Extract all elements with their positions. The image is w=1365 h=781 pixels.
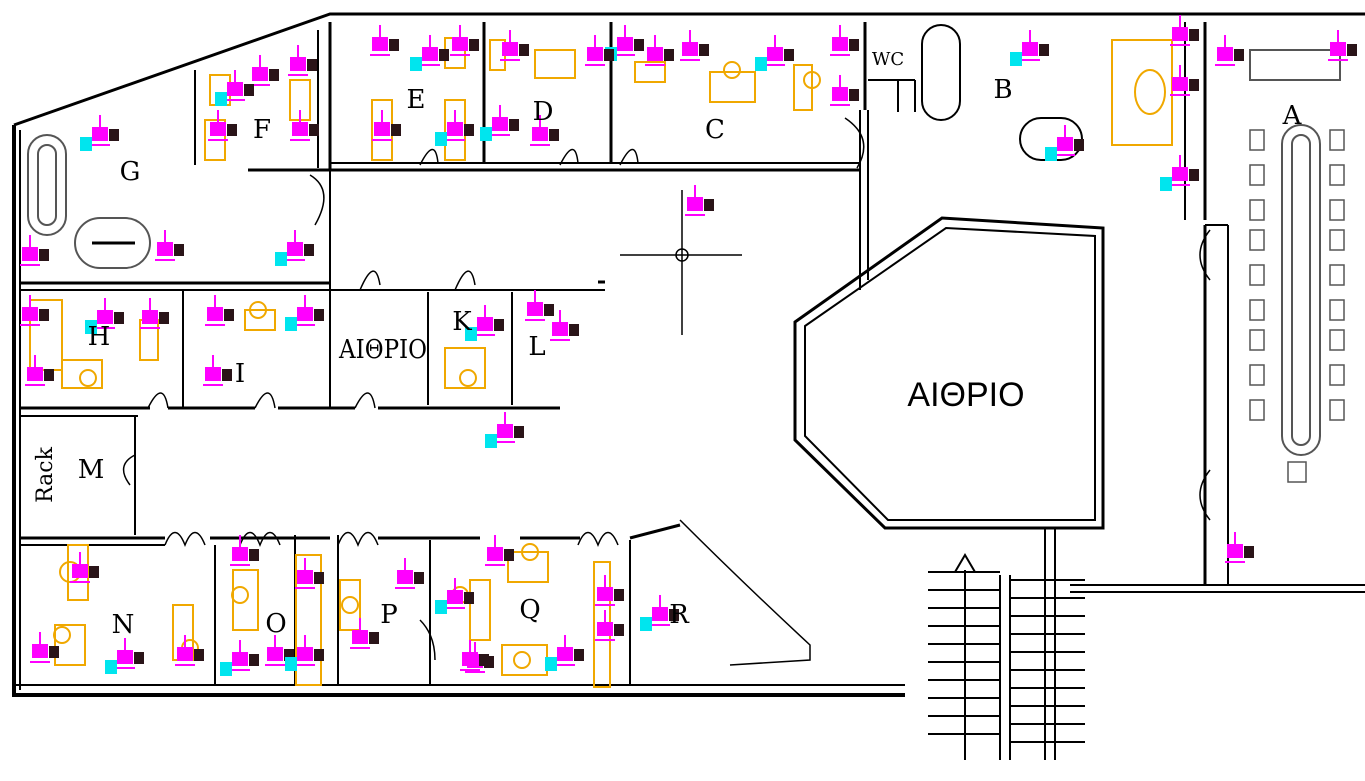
workstation-symbol: [595, 575, 624, 606]
workstation-symbol: [20, 295, 49, 326]
workstation-symbol: [545, 635, 584, 671]
room-label-n: N: [112, 610, 135, 640]
room-label-q: Q: [519, 595, 540, 625]
workstation-symbol: [530, 115, 559, 146]
atrium-label-large: ΑΙΘΡΙΟ: [907, 376, 1024, 414]
room-label-b: B: [993, 75, 1012, 105]
workstation-symbol: [1328, 30, 1357, 61]
workstation-symbol: [370, 25, 399, 56]
workstation-symbol: [265, 635, 294, 666]
workstation-symbol: [70, 552, 99, 583]
workstation-symbol: [755, 35, 794, 71]
workstation-symbol: [25, 355, 54, 386]
rack-label: Rack: [33, 446, 58, 503]
room-label-o: O: [265, 609, 286, 639]
conference-chairs: [1249, 129, 1345, 483]
workstation-symbol: [1225, 532, 1254, 563]
workstation-symbol: [220, 640, 259, 676]
workstation-symbol: [205, 295, 234, 326]
workstation-symbol: [85, 298, 124, 334]
workstation-symbol: [680, 30, 709, 61]
workstation-symbol: [460, 640, 489, 671]
room-label-d: D: [533, 97, 554, 127]
staircase: [928, 553, 1085, 760]
workstation-symbol: [1045, 125, 1084, 161]
workstation-symbol: [208, 110, 237, 141]
workstation-symbol: [155, 230, 184, 261]
room-label-g: G: [120, 157, 141, 187]
room-label-i: I: [235, 359, 245, 389]
workstation-symbol: [645, 35, 674, 66]
room-label-a: A: [1282, 101, 1303, 131]
workstation-symbol: [465, 305, 504, 341]
workstation-symbol: [500, 30, 529, 61]
workstation-symbol: [450, 25, 479, 56]
workstation-symbol: [288, 45, 317, 76]
atrium-label-small: ΑΙΘΡΙΟ: [338, 335, 427, 365]
workstation-symbol: [595, 610, 624, 641]
room-labels: A B C D E F G H I K L M N O P Q R: [78, 75, 1303, 640]
door-swings: [122, 117, 1211, 666]
workstation-symbol: [585, 35, 614, 66]
workstation-symbol: [175, 635, 204, 666]
wc-fixtures: [868, 24, 1083, 161]
workstation-symbol: [295, 558, 324, 589]
workstation-symbol: [285, 295, 324, 331]
workstation-symbol: [1170, 65, 1199, 96]
room-label-c: C: [705, 115, 725, 145]
workstation-symbol: [372, 110, 401, 141]
room-label-m: M: [78, 455, 105, 485]
meeting-tables: [27, 49, 1341, 456]
workstation-symbol: [435, 110, 474, 146]
workstation-symbol: [203, 355, 232, 386]
workstation-symbol: [250, 55, 279, 86]
workstation-symbol: [1170, 15, 1199, 46]
workstation-symbol: [435, 578, 474, 614]
room-label-h: H: [88, 322, 111, 352]
room-label-l: L: [528, 332, 545, 362]
workstation-symbol: [395, 558, 424, 589]
workstation-symbol: [830, 25, 859, 56]
workstation-symbol: [410, 35, 449, 71]
workstation-symbol: [550, 310, 579, 341]
workstation-symbol: [230, 535, 259, 566]
furniture: [29, 37, 1173, 688]
crosshair: [620, 190, 742, 335]
workstation-symbol: [525, 290, 554, 321]
workstation-symbol: [105, 638, 144, 674]
workstation-symbol: [350, 618, 379, 649]
workstation-symbol: [485, 412, 524, 448]
room-label-k: K: [452, 307, 472, 337]
workstation-symbol: [80, 115, 119, 151]
room-label-e: E: [407, 85, 426, 115]
workstation-symbol: [1160, 155, 1199, 191]
wc-label: WC: [872, 49, 904, 70]
workstation-symbol: [485, 535, 514, 566]
workstation-symbol: [640, 595, 679, 631]
workstation-symbol: [685, 185, 714, 216]
workstation-symbol: [290, 110, 319, 141]
workstation-symbol: [215, 70, 254, 106]
workstation-symbol: [140, 298, 169, 329]
workstation-symbol: [1010, 30, 1049, 66]
workstation-symbol: [480, 105, 519, 141]
room-label-r: R: [669, 600, 690, 630]
workstation-symbol: [275, 230, 314, 266]
workstation-symbol: [1215, 35, 1244, 66]
workstation-symbol: [830, 75, 859, 106]
room-label-f: F: [253, 115, 271, 145]
workstation-symbol: [30, 632, 59, 663]
room-label-p: P: [380, 600, 398, 630]
walls: [12, 12, 1365, 760]
workstations: [20, 15, 1357, 676]
workstation-symbol: [20, 235, 49, 266]
workstation-symbol: [285, 635, 324, 671]
